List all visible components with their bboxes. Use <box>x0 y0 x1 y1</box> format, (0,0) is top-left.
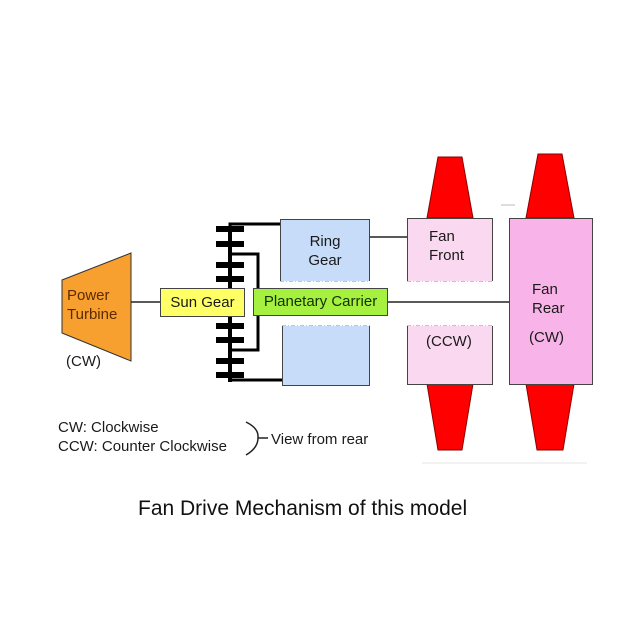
ring-gear-lower <box>282 326 370 386</box>
fan-rear-label: Fan Rear <box>510 219 592 318</box>
fan-front-label: Fan Front <box>408 219 492 265</box>
sun-gear-label: Sun Gear <box>170 294 235 311</box>
fan-front-label-line1: Fan <box>429 228 455 245</box>
power-turbine-rotation: (CW) <box>66 353 101 370</box>
fan-rear-label-line1: Fan <box>532 281 558 298</box>
power-turbine-label-line2: Turbine <box>67 306 118 323</box>
ring-gear-upper: Ring Gear <box>280 219 370 281</box>
fan-front-upper: Fan Front <box>407 218 493 281</box>
fan-front-lower: (CCW) <box>407 326 493 385</box>
legend-brace <box>245 421 268 456</box>
sun-gear-box: Sun Gear <box>160 288 245 317</box>
fan-rear-rotation: (CW) <box>529 329 564 346</box>
fan-front-label-line2: Front <box>429 247 465 264</box>
legend-ccw: CCW: Counter Clockwise <box>58 438 227 455</box>
planetary-carrier-box: Planetary Carrier <box>253 288 388 316</box>
power-turbine-shape <box>61 252 132 362</box>
fan-front-rotation: (CCW) <box>426 333 472 350</box>
fan-rear-blade-bottom <box>525 383 575 451</box>
ring-gear-label: Ring Gear <box>281 220 369 270</box>
ring-gear-label-line1: Ring <box>309 233 341 250</box>
fan-rear-blade-top <box>525 153 575 219</box>
legend-view-note: View from rear <box>271 431 369 448</box>
fan-rear-box: Fan Rear (CW) <box>509 218 593 385</box>
fan-front-blade-bottom <box>426 383 474 451</box>
fan-front-blade-top <box>426 156 474 219</box>
power-turbine-label: Power Turbine <box>67 286 117 324</box>
legend-cw: CW: Clockwise <box>58 419 159 436</box>
ring-gear-label-line2: Gear <box>308 252 342 269</box>
fan-rear-label-line2: Rear <box>532 300 565 317</box>
power-turbine-label-line1: Power <box>67 287 110 304</box>
planetary-carrier-label: Planetary Carrier <box>263 293 378 310</box>
diagram-title: Fan Drive Mechanism of this model <box>138 497 468 520</box>
gear-linkages <box>228 222 282 382</box>
